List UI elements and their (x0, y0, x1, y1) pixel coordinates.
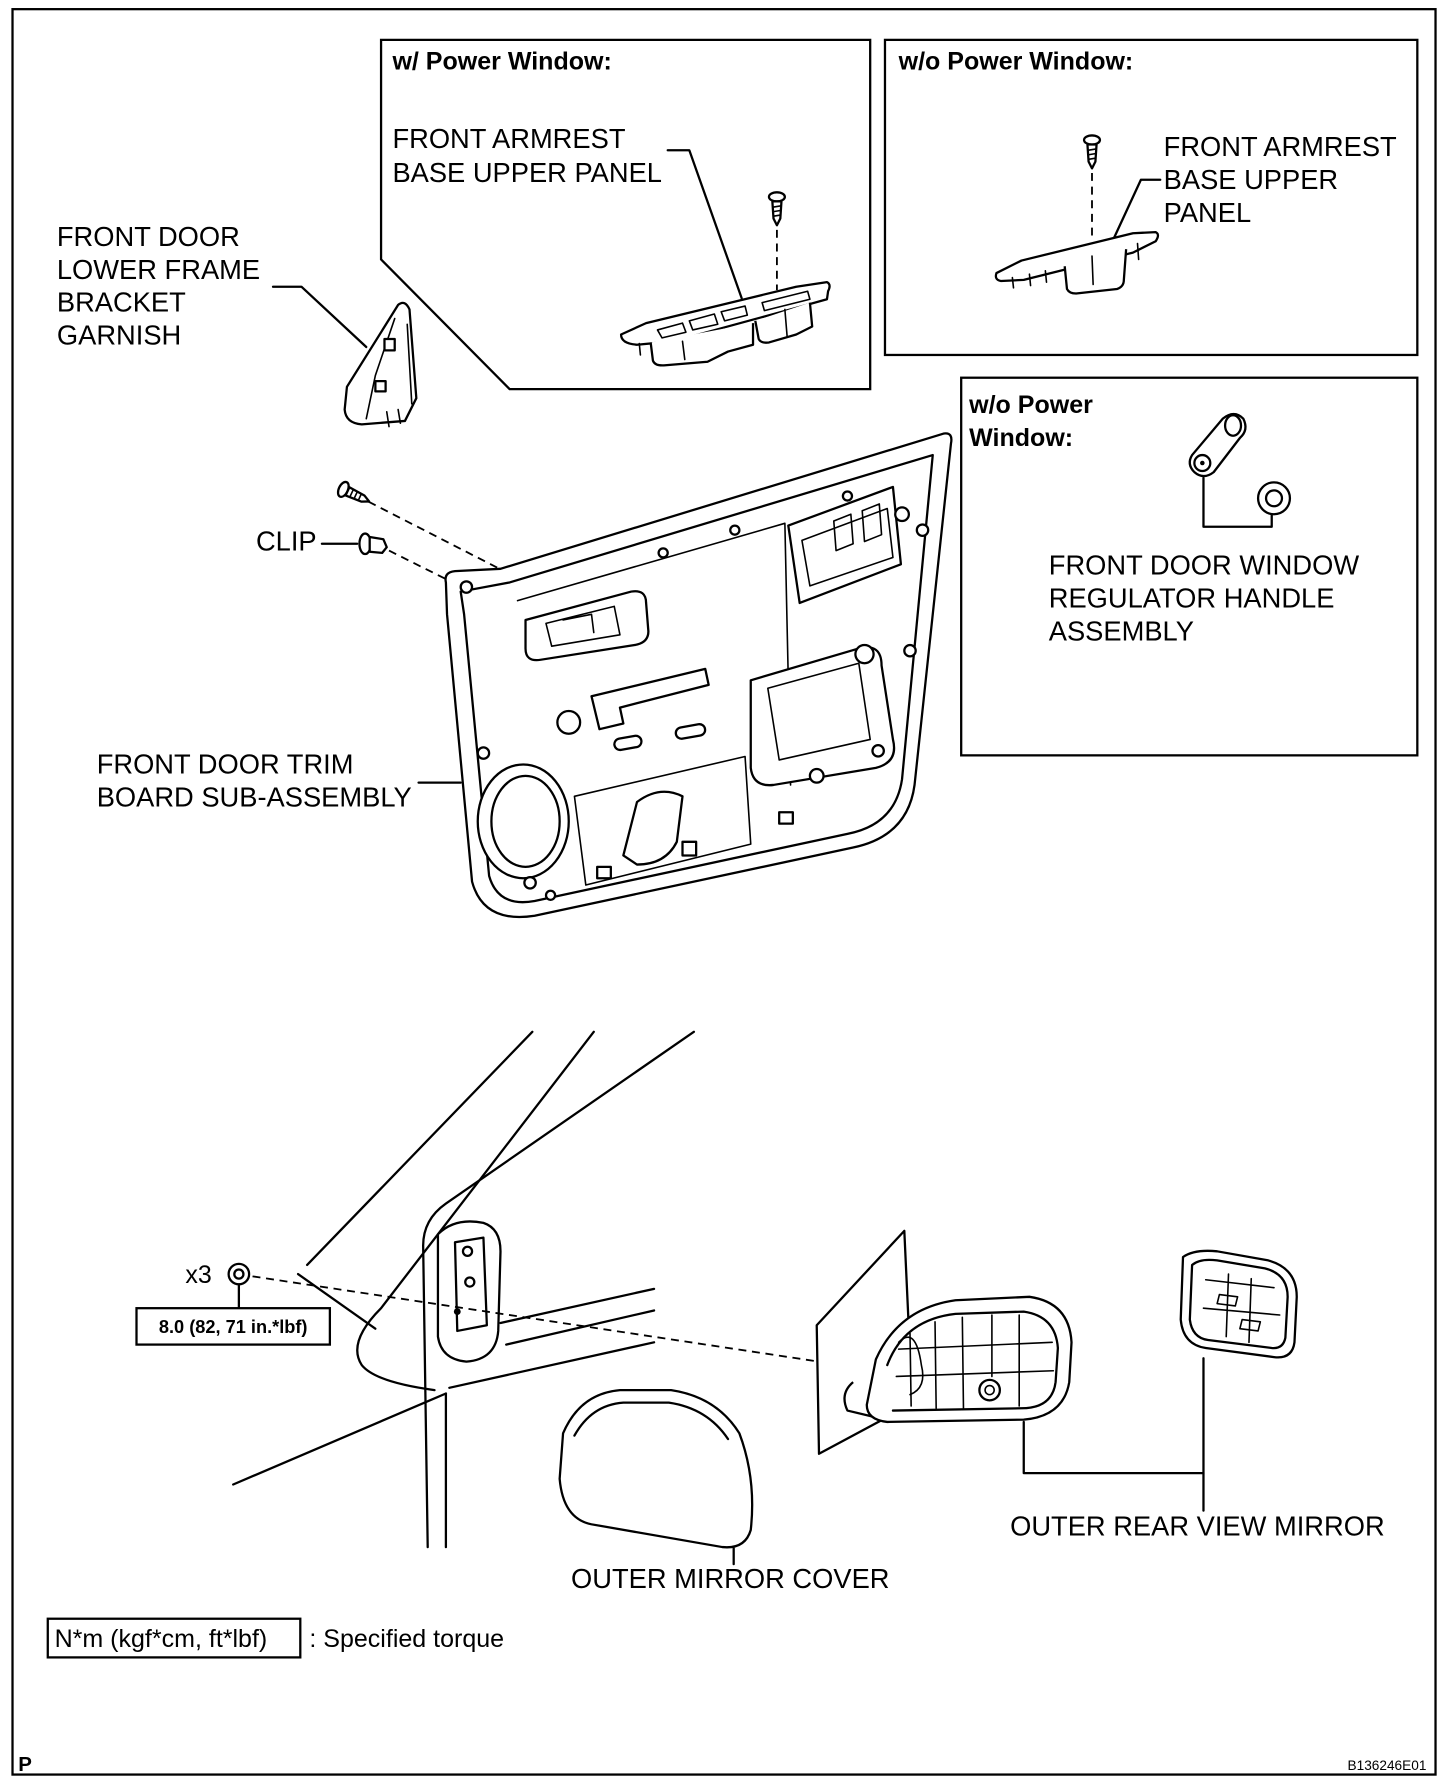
leader-line (271, 285, 368, 349)
armrest-base-upper-panel-power (619, 281, 831, 367)
armrest-panel-label-line: FRONT ARMREST (392, 123, 625, 154)
inset-power-window: w/ Power Window: FRONT ARMREST BASE UPPE… (379, 38, 872, 391)
armrest-panel-label-line: BASE UPPER (1164, 164, 1338, 195)
inset-no-power-window-handle: w/o Power Window: FRONT DOOR WINDOW REGU… (960, 376, 1419, 757)
trim-screw (336, 480, 371, 503)
vehicle-body-outline (232, 1030, 696, 1549)
legend-unit: N*m (kgf*cm, ft*lbf) (55, 1625, 268, 1653)
figure-id: B136246E01 (1348, 1758, 1427, 1773)
armrest-base-upper-panel-manual (994, 230, 1160, 295)
garnish-label-line: FRONT DOOR (57, 221, 240, 252)
armrest-panel-label-line: BASE UPPER PANEL (392, 157, 662, 188)
armrest-panel-label-line: FRONT ARMREST (1164, 131, 1397, 162)
armrest-panel-label-line: PANEL (1164, 197, 1252, 228)
nut-quantity: x3 (185, 1261, 211, 1289)
section-letter: P (18, 1753, 32, 1776)
garnish-label-line: BRACKET (57, 287, 186, 318)
torque-value: 8.0 (82, 71 in.*lbf) (159, 1317, 308, 1337)
leader-line (1111, 178, 1162, 243)
install-direction-line (368, 500, 507, 574)
inset-title: w/ Power Window: (391, 47, 611, 75)
front-door-lower-frame-bracket-garnish (343, 301, 418, 428)
window-regulator-handle (1188, 412, 1247, 478)
front-door-trim-board (444, 432, 953, 919)
handle-label-line: ASSEMBLY (1049, 615, 1194, 646)
inset-frame (883, 38, 1419, 357)
trim-board-label-line: BOARD SUB-ASSEMBLY (97, 782, 412, 813)
trim-board-label-line: FRONT DOOR TRIM (97, 749, 354, 780)
screw (1082, 134, 1102, 170)
garnish-label-line: LOWER FRAME (57, 254, 260, 285)
inset-title-line: Window: (969, 424, 1073, 452)
lower-frame-bracket-garnish-group: FRONT DOOR LOWER FRAME BRACKET GARNISH (57, 221, 418, 428)
leader-line (666, 149, 743, 300)
handle-label-line: REGULATOR HANDLE (1049, 582, 1335, 613)
nut (227, 1262, 251, 1286)
clip-label: CLIP (256, 526, 317, 557)
clip (358, 532, 388, 556)
legend-description: : Specified torque (309, 1625, 504, 1653)
inset-title: w/o Power Window: (898, 47, 1134, 75)
screw (767, 191, 787, 227)
garnish-label-line: GARNISH (57, 320, 181, 351)
leader-line (1202, 476, 1273, 528)
torque-spec-box: 8.0 (82, 71 in.*lbf) (135, 1307, 332, 1346)
leader-line (1022, 1420, 1205, 1475)
inset-frame (960, 376, 1419, 757)
inset-title-line: w/o Power (968, 391, 1093, 419)
mirror-mount-plate (436, 1220, 502, 1363)
handle-label-line: FRONT DOOR WINDOW (1049, 549, 1360, 580)
outer-rear-view-mirror-body (843, 1295, 1073, 1424)
trim-clip-marks (459, 490, 930, 901)
mirror-cover-label: OUTER MIRROR COVER (571, 1563, 889, 1594)
rear-view-mirror-label: OUTER REAR VIEW MIRROR (1010, 1511, 1385, 1542)
outer-rear-view-mirror-housing (1179, 1249, 1298, 1359)
handle-washer (1256, 481, 1292, 516)
torque-legend: N*m (kgf*cm, ft*lbf) : Specified torque (46, 1617, 504, 1659)
outer-mirror-cover (558, 1388, 754, 1549)
inset-no-power-window-armrest: w/o Power Window: FRONT ARMREST BASE UPP… (883, 38, 1419, 357)
